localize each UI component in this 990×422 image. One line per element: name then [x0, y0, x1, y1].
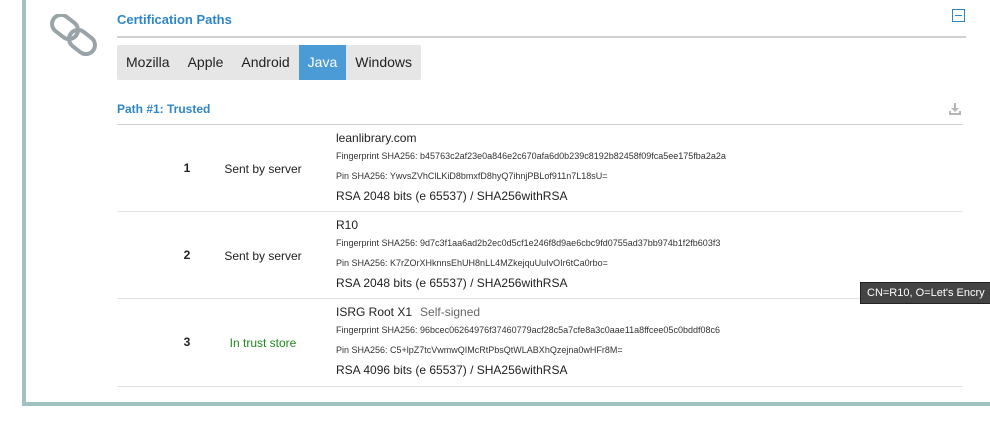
cert-key: RSA 2048 bits (e 65537) / SHA256withRSA [336, 189, 568, 203]
path-title: Path #1: Trusted [117, 102, 211, 116]
cert-details: leanlibrary.com Fingerprint SHA256: b457… [336, 131, 726, 203]
cert-subject[interactable]: R10 [336, 218, 359, 232]
section-header: Certification Paths [117, 8, 966, 38]
cert-pin: Pin SHA256: C5+lpZ7tcVwmwQIMcRtPbsQtWLAB… [336, 345, 623, 355]
cert-fingerprint: Fingerprint SHA256: 9d7c3f1aa6ad2b2ec0d5… [336, 238, 721, 248]
tab-mozilla[interactable]: Mozilla [126, 54, 170, 70]
cert-number: 1 [183, 161, 191, 175]
tab-android[interactable]: Android [241, 54, 290, 70]
cert-subject: leanlibrary.com [336, 131, 417, 145]
cert-name: leanlibrary.com [336, 131, 726, 149]
table-row: 2 Sent by server R10 Fingerprint SHA256:… [117, 212, 963, 299]
tab-apple[interactable]: Apple [187, 54, 224, 70]
minus-box-icon[interactable] [952, 9, 965, 22]
cert-fingerprint: Fingerprint SHA256: 96bcec06264976f37460… [336, 325, 720, 335]
tooltip: CN=R10, O=Let's Encry [860, 282, 990, 304]
path-header: Path #1: Trusted [117, 98, 963, 125]
table-row: 3 In trust store ISRG Root X1 Self-signed… [117, 299, 963, 387]
cert-name: ISRG Root X1 Self-signed [336, 305, 720, 323]
cert-pin: Pin SHA256: K7rZOrXHknnsEhUH8nLL4MZkejqu… [336, 258, 608, 268]
certificate-chain-table: 1 Sent by server leanlibrary.com Fingerp… [117, 125, 963, 387]
store-tabs: Mozilla Apple Android Java Windows [117, 45, 422, 80]
self-signed-label: Self-signed [420, 305, 481, 319]
cert-source: In trust store [229, 336, 297, 350]
tab-windows[interactable]: Windows [355, 54, 413, 70]
cert-details: R10 Fingerprint SHA256: 9d7c3f1aa6ad2b2e… [336, 218, 720, 290]
table-row: 1 Sent by server leanlibrary.com Fingerp… [117, 125, 963, 212]
download-icon[interactable] [949, 102, 961, 116]
cert-key: RSA 2048 bits (e 65537) / SHA256withRSA [336, 276, 568, 290]
cert-key: RSA 4096 bits (e 65537) / SHA256withRSA [336, 363, 568, 377]
tab-java[interactable]: Java [298, 45, 347, 80]
cert-subject: ISRG Root X1 [336, 305, 413, 319]
cert-pin: Pin SHA256: YwvsZVhClLKiD8bmxfD8hyQ7ihnj… [336, 171, 608, 181]
cert-details: ISRG Root X1 Self-signed Fingerprint SHA2… [336, 305, 720, 377]
cert-source: Sent by server [224, 162, 302, 176]
cert-number: 3 [183, 335, 191, 349]
section-title: Certification Paths [117, 12, 232, 27]
cert-number: 2 [183, 248, 191, 262]
cert-fingerprint: Fingerprint SHA256: b45763c2af23e0a846e2… [336, 151, 726, 161]
cert-name: R10 [336, 218, 720, 236]
cert-source: Sent by server [224, 249, 302, 263]
chain-link-icon [50, 14, 97, 56]
